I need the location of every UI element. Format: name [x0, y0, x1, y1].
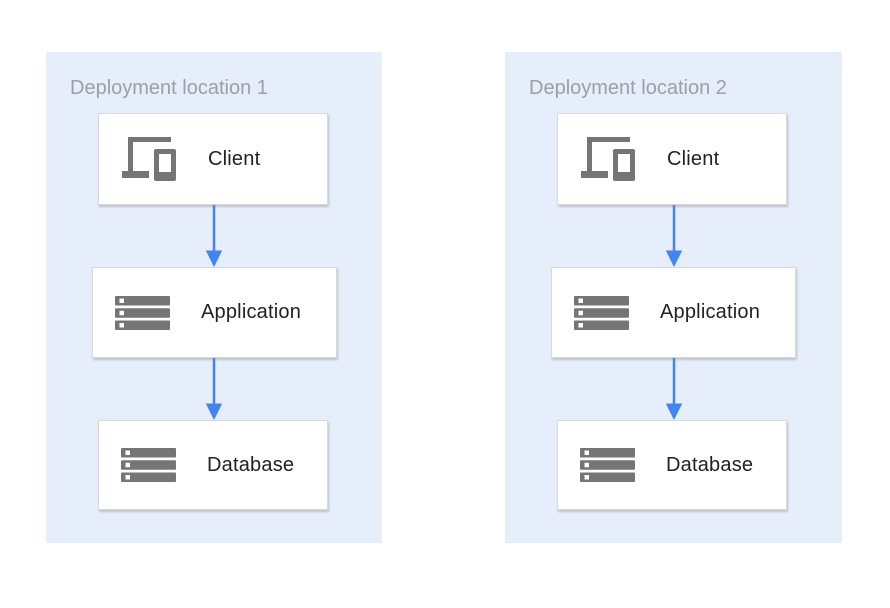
devices-icon [122, 137, 176, 181]
node-label: Database [207, 453, 295, 476]
node-label: Client [208, 147, 261, 170]
node-label: Client [667, 147, 720, 170]
flow-arrow-application-to-database [665, 358, 682, 420]
node-label: Database [666, 453, 754, 476]
devices-icon [581, 137, 635, 181]
server-stack-icon [121, 448, 176, 482]
panel-title: Deployment location 1 [70, 77, 268, 99]
node-label: Application [201, 301, 302, 323]
deployment-location-1-panel: Deployment location 1 Client [46, 52, 382, 543]
server-stack-icon [580, 448, 635, 482]
flow-arrow-client-to-application [205, 205, 223, 267]
database-node: Database [98, 420, 328, 510]
server-stack-icon [574, 295, 629, 330]
client-node: Client [557, 113, 787, 205]
client-node: Client [98, 113, 328, 205]
flow-arrow-application-to-database [205, 358, 223, 420]
server-stack-icon [115, 295, 170, 330]
application-node: Application [92, 267, 337, 358]
database-node: Database [557, 420, 787, 510]
node-label: Application [660, 301, 761, 323]
application-node: Application [551, 267, 796, 358]
deployment-location-2-panel: Deployment location 2 Client [505, 52, 842, 543]
flow-arrow-client-to-application [665, 205, 682, 267]
panel-title: Deployment location 2 [529, 77, 727, 99]
